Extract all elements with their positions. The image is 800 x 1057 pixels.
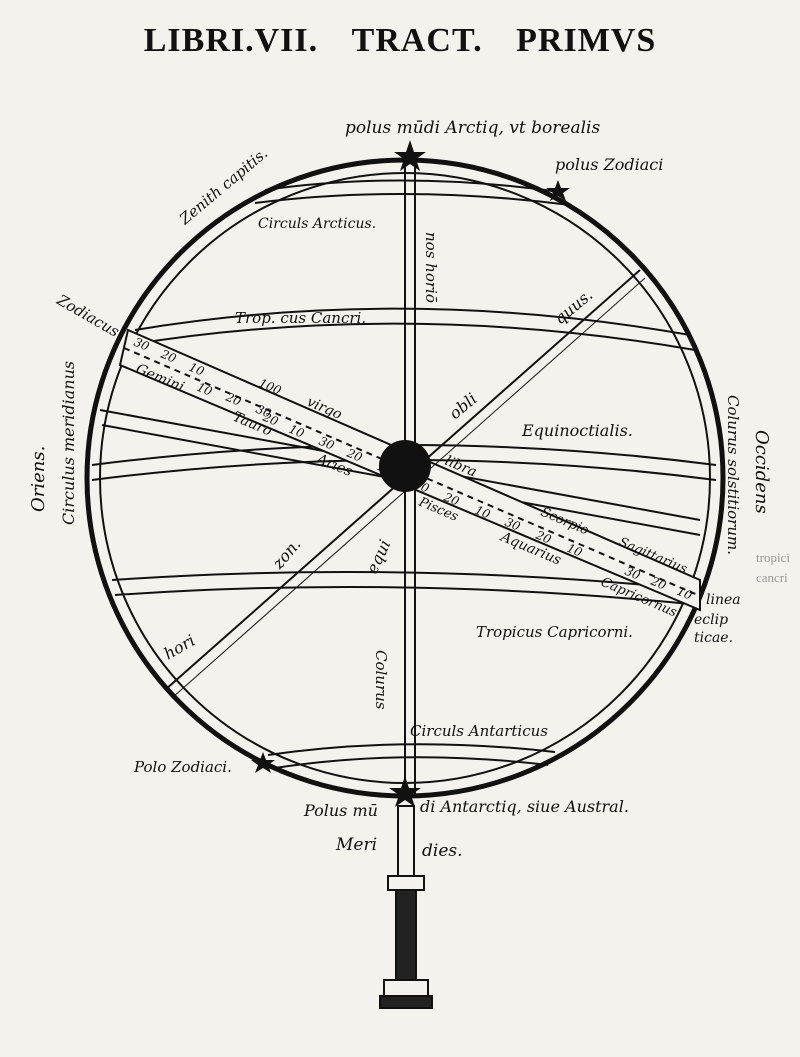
margin-note-line: cancri: [756, 570, 788, 585]
label-colurus: Colurus: [372, 650, 390, 710]
label-polus-arcticus: polus mūdi Arctiq, vt borealis: [345, 118, 600, 138]
sphere-stand: [379, 805, 433, 1009]
label-obli: obli: [445, 389, 480, 423]
margin-note-line: tropici: [756, 550, 790, 565]
label-occidens: Occidens: [751, 430, 772, 514]
degree-label: 30: [623, 564, 643, 583]
degree-label: 10: [187, 360, 207, 379]
degree-label: 20: [533, 527, 554, 546]
tropic-cancer-band: [134, 307, 691, 336]
label-zodiacus: Zodiacus: [53, 290, 122, 341]
arctic-circle-band-lower: [254, 193, 571, 206]
label-polus-antarcticus-b: di Antarctiq, siue Austral.: [420, 797, 629, 816]
pole-stars: [251, 140, 570, 807]
degree-label: 30: [254, 402, 274, 421]
zodiac-pole-star-bottom: [251, 752, 275, 773]
label-dies: dies.: [422, 841, 463, 861]
label-circulus-arcticus: Circuls Arcticus.: [258, 216, 376, 232]
tropic-cancer-band-lower: [127, 322, 696, 351]
degree-label: 10: [195, 380, 215, 399]
label-meri: Meri: [335, 835, 377, 855]
label-linea: linea: [706, 592, 741, 608]
label-tropicus-capricorni: Tropicus Capricorni.: [476, 623, 633, 641]
label-polus-antarcticus-a: Polus mū: [303, 801, 378, 820]
page-header: LIBRI.VII. TRACT. PRIMVS: [0, 22, 800, 60]
label-nos-horizon: nos horiō: [422, 232, 440, 303]
label-aequinoctialis: Equinoctialis.: [521, 421, 633, 440]
label-equi: equi: [362, 537, 394, 577]
label-colurus-solstitiorum: Colurus solstitiorum.: [724, 395, 742, 555]
degree-label: 30: [132, 335, 152, 354]
degree-label: 30: [317, 434, 337, 453]
degree-label: 20: [648, 573, 669, 592]
degree-label: 10: [287, 422, 307, 441]
label-hori: hori: [161, 631, 199, 664]
degree-label: 20: [441, 489, 462, 508]
degree-label: 20: [344, 445, 365, 464]
degree-label: 30: [412, 477, 432, 496]
label-polus-zodiaci-bottom: Polo Zodiaci.: [133, 758, 232, 776]
north-pole-star: [394, 140, 426, 171]
label-tice: ticae.: [694, 630, 733, 646]
header-libri: LIBRI.VII.: [143, 22, 319, 59]
label-circulus-meridianus: Circulus meridianus: [59, 361, 78, 525]
tropic-capricorn-band-lower: [114, 586, 701, 606]
label-oriens: Oriens.: [28, 446, 49, 512]
antarctic-circle-band-lower: [274, 756, 549, 769]
margin-note-right: tropici cancri: [756, 548, 800, 588]
degree-label: 30: [503, 515, 523, 534]
label-zon: zon.: [268, 535, 305, 574]
south-pole-star: [389, 776, 421, 807]
degree-label: 10: [375, 459, 395, 478]
label-polus-zodiaci-top: polus Zodiaci: [555, 155, 663, 174]
degree-label: 10: [473, 503, 493, 522]
label-obliquus: quus.: [550, 285, 596, 328]
earth-globe: [379, 440, 431, 492]
degree-label: 20: [223, 389, 244, 408]
antarctic-circle-band: [267, 743, 556, 756]
header-primus: PRIMVS: [516, 22, 657, 59]
label-tropicus-cancri: Trop. cus Cancri.: [235, 309, 366, 327]
degree-label: 10: [565, 541, 585, 560]
label-circulus-antarcticus: Circuls Antarticus: [410, 722, 548, 740]
header-tract: TRACT.: [351, 22, 483, 59]
degree-label: 10: [675, 584, 695, 603]
zodiac-pole-star-top: [546, 180, 570, 201]
degree-label: 20: [260, 409, 281, 428]
label-eclip: eclip: [694, 612, 728, 628]
arctic-circle-band: [264, 179, 561, 193]
degree-label: 20: [158, 346, 179, 365]
